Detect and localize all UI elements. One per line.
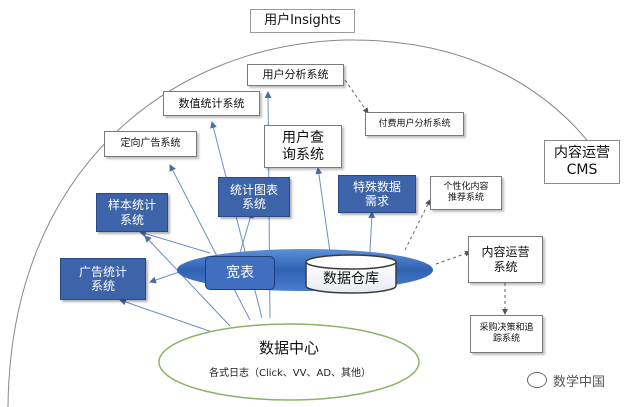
node-personalized-rec: 个性化内容 推荐系统 [430,176,502,210]
node-numeric-stats: 数值统计系统 [163,91,260,116]
data-center-ellipse [158,323,420,401]
dome-arc [7,39,613,407]
watermark: 数学中国 [527,370,605,390]
wechat-icon [527,372,547,388]
node-paid-user-analysis: 付费用户分析系统 [365,112,464,136]
node-special-data: 特殊数据 需求 [338,175,416,213]
cms-line1: 内容运营 [554,145,610,162]
data-center-subtitle: 各式日志（Click、VV、AD、其他） [208,368,372,379]
cms-line2: CMS [566,162,598,178]
node-content-ops: 内容运营 系统 [468,236,543,283]
node-user-analysis: 用户分析系统 [247,64,344,86]
node-targeted-ads: 定向广告系统 [104,131,197,157]
insights-title: 用户Insights [250,9,355,33]
data-center-title: 数据中心 [258,339,319,357]
node-chart-stats: 统计图表 系统 [218,177,290,217]
hub-links [139,167,376,284]
watermark-text: 数学中国 [553,374,606,390]
wide-table-box: 宽表 [205,256,275,290]
node-sample-stats: 样本统计 系统 [96,193,168,232]
node-procurement: 采购决策和追 踪系统 [470,315,543,353]
node-user-query: 用户查 询系统 [264,125,342,168]
cms-box: 内容运营 CMS [544,140,620,184]
warehouse-cylinder [305,254,397,294]
warehouse-label: 数据仓库 [323,270,379,287]
node-ad-stats: 广告统计 系统 [60,258,146,300]
